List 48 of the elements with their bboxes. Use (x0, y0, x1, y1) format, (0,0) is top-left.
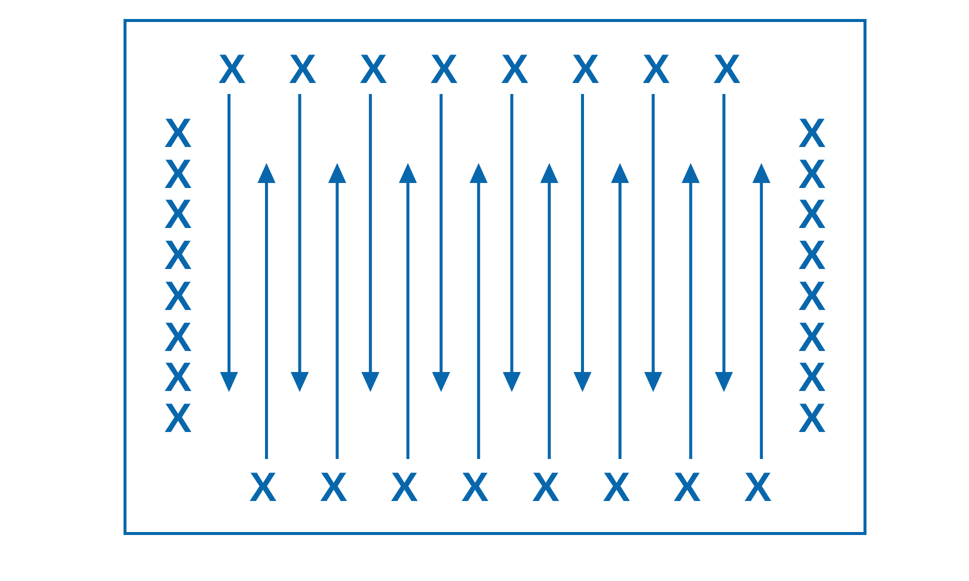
x-label: X (358, 52, 388, 86)
arrow (290, 94, 309, 392)
arrow (470, 163, 488, 459)
arrow (644, 94, 662, 392)
x-label: X (797, 360, 827, 394)
arrow (258, 163, 276, 459)
arrow (220, 94, 238, 392)
x-label: X (570, 52, 600, 86)
x-label: X (797, 320, 827, 354)
x-label: X (797, 197, 827, 232)
arrow (540, 163, 558, 459)
x-label: X (742, 470, 773, 504)
arrow (682, 163, 700, 459)
arrow (752, 163, 770, 459)
x-label: X (797, 238, 827, 272)
arrow (328, 163, 346, 459)
arrow (611, 163, 629, 459)
arrow (398, 163, 417, 459)
arrow (432, 94, 450, 392)
x-label: X (712, 52, 742, 86)
x-label: X (163, 320, 193, 354)
x-label: X (797, 156, 827, 191)
arrow (714, 94, 733, 392)
x-label: X (797, 116, 827, 150)
x-label: X (602, 470, 632, 504)
x-label: X (641, 52, 672, 86)
x-label: X (460, 470, 490, 504)
x-label: X (163, 116, 193, 150)
x-label: X (248, 470, 278, 504)
arrow (361, 94, 380, 392)
arrow (574, 94, 592, 392)
x-label: X (288, 52, 318, 86)
x-label: X (530, 470, 561, 504)
x-label: X (318, 470, 349, 504)
x-label: X (217, 52, 247, 86)
x-label: X (163, 278, 193, 313)
x-label: X (163, 360, 193, 394)
x-label: X (163, 197, 193, 232)
x-label: X (163, 156, 193, 191)
arrow (502, 94, 521, 392)
x-label: X (429, 52, 460, 86)
x-label: X (797, 278, 827, 313)
x-label: X (389, 470, 420, 504)
x-label: X (672, 470, 702, 504)
x-label: X (163, 238, 193, 272)
x-label: X (500, 52, 530, 86)
x-label: X (163, 400, 193, 435)
x-label: X (797, 400, 827, 435)
